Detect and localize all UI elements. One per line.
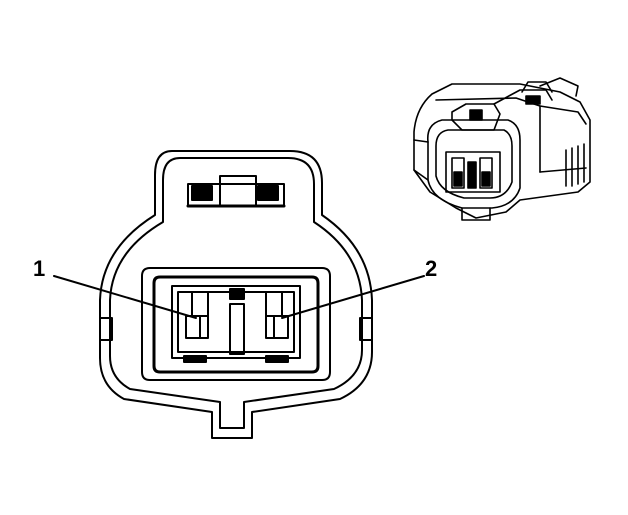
housing-inner-outline <box>109 157 363 429</box>
connector-face-view <box>53 150 425 439</box>
leader-line-2 <box>281 275 425 319</box>
terminal-cavity <box>141 267 331 381</box>
terminal-pin-2 <box>265 291 289 339</box>
callout-label-1: 1 <box>33 256 46 281</box>
connector-isometric-view <box>413 77 591 221</box>
iso-side-ribs <box>565 143 585 187</box>
callout-label-2: 2 <box>425 256 438 281</box>
housing-outer-outline <box>99 150 373 439</box>
right-notch <box>359 317 373 341</box>
terminal-pin-1 <box>185 291 209 339</box>
left-notch <box>99 317 113 341</box>
locking-latch <box>186 175 286 208</box>
iso-front-recess <box>426 119 521 209</box>
iso-body-outline <box>413 83 591 219</box>
leader-line-1 <box>53 275 197 319</box>
iso-top-latch <box>451 103 501 131</box>
center-divider <box>229 288 245 355</box>
